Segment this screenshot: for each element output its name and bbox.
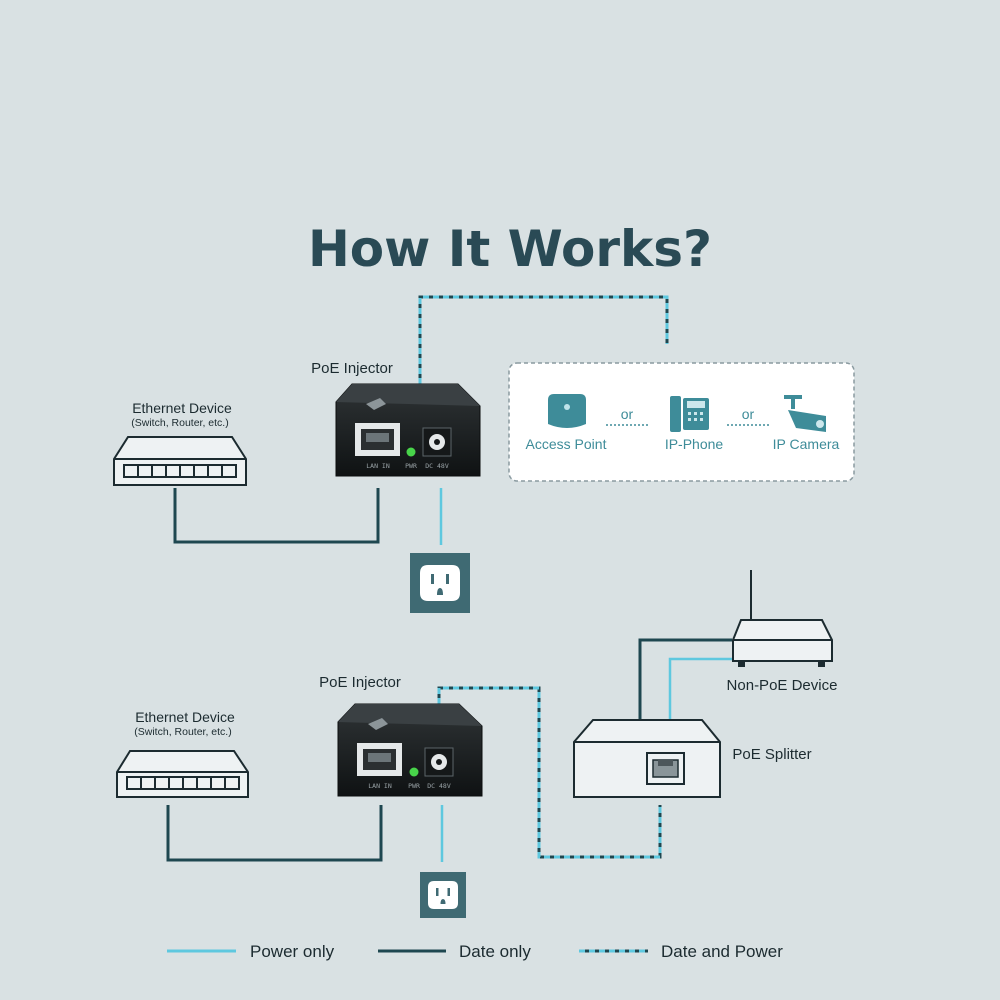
bottom-connections xyxy=(166,638,732,862)
legend-label-both: Date and Power xyxy=(661,942,783,961)
top-injector-label: PoE Injector xyxy=(311,360,393,377)
access-point-icon xyxy=(548,394,586,428)
or-text-1: or xyxy=(621,406,634,422)
non-poe-label: Non-PoE Device xyxy=(727,677,838,694)
top-outlet xyxy=(410,553,470,613)
bottom-outlet xyxy=(420,872,466,918)
injector-icon: LAN IN PWR DC 48V xyxy=(335,383,481,477)
top-ethernet-label: Ethernet Device xyxy=(132,400,232,416)
top-ethernet-device: Ethernet Device (Switch, Router, etc.) xyxy=(113,400,247,486)
top-port-label-pwr: PWR xyxy=(405,462,417,470)
top-data-line xyxy=(173,488,380,544)
top-ethernet-sublabel: (Switch, Router, etc.) xyxy=(131,417,228,429)
splitter-label: PoE Splitter xyxy=(732,746,811,763)
top-poe-injector: PoE Injector LAN IN PWR DC 48V xyxy=(311,360,481,477)
bottom-ethernet-label: Ethernet Device xyxy=(135,709,235,725)
legend: Power only Date only Date and Power xyxy=(167,942,783,961)
bottom-ethernet-sublabel: (Switch, Router, etc.) xyxy=(134,726,231,738)
poe-splitter: PoE Splitter xyxy=(573,719,812,798)
top-poe-line-dash xyxy=(418,295,669,384)
page-title: How It Works? xyxy=(308,220,712,278)
bottom-ethernet-device: Ethernet Device (Switch, Router, etc.) xyxy=(116,709,249,798)
device-label-access-point: Access Point xyxy=(526,436,607,452)
bottom-injector-label: PoE Injector xyxy=(319,674,401,691)
power-outlet-icon xyxy=(420,565,460,601)
device-label-ip-phone: IP-Phone xyxy=(665,436,724,452)
router-icon xyxy=(732,570,833,667)
ip-phone-icon xyxy=(670,396,709,432)
injector-icon: LAN IN PWR DC 48V xyxy=(337,703,483,797)
or-text-2: or xyxy=(742,406,755,422)
bottom-port-label-dc: DC 48V xyxy=(427,782,451,790)
top-connections xyxy=(173,295,669,545)
top-port-label-dc: DC 48V xyxy=(425,462,449,470)
splitter-power-line xyxy=(668,657,732,720)
legend-label-power: Power only xyxy=(250,942,335,961)
power-outlet-icon xyxy=(428,881,458,909)
non-poe-device: Non-PoE Device xyxy=(727,570,838,694)
poe-devices-box: Access Point or IP-Phone or IP Camera xyxy=(508,362,855,482)
bottom-port-label-pwr: PWR xyxy=(408,782,420,790)
ip-camera-icon xyxy=(784,395,826,432)
bottom-poe-injector: PoE Injector LAN IN PWR DC 48V xyxy=(319,674,483,797)
bottom-data-line xyxy=(166,805,383,862)
splitter-icon xyxy=(573,719,721,798)
top-port-label-lan: LAN IN xyxy=(366,462,390,470)
legend-label-data: Date only xyxy=(459,942,531,961)
splitter-data-line xyxy=(638,638,732,720)
switch-icon xyxy=(113,436,247,486)
bottom-poe-line-dash xyxy=(437,686,662,859)
device-label-ip-camera: IP Camera xyxy=(773,436,840,452)
switch-icon xyxy=(116,750,249,798)
bottom-port-label-lan: LAN IN xyxy=(368,782,392,790)
